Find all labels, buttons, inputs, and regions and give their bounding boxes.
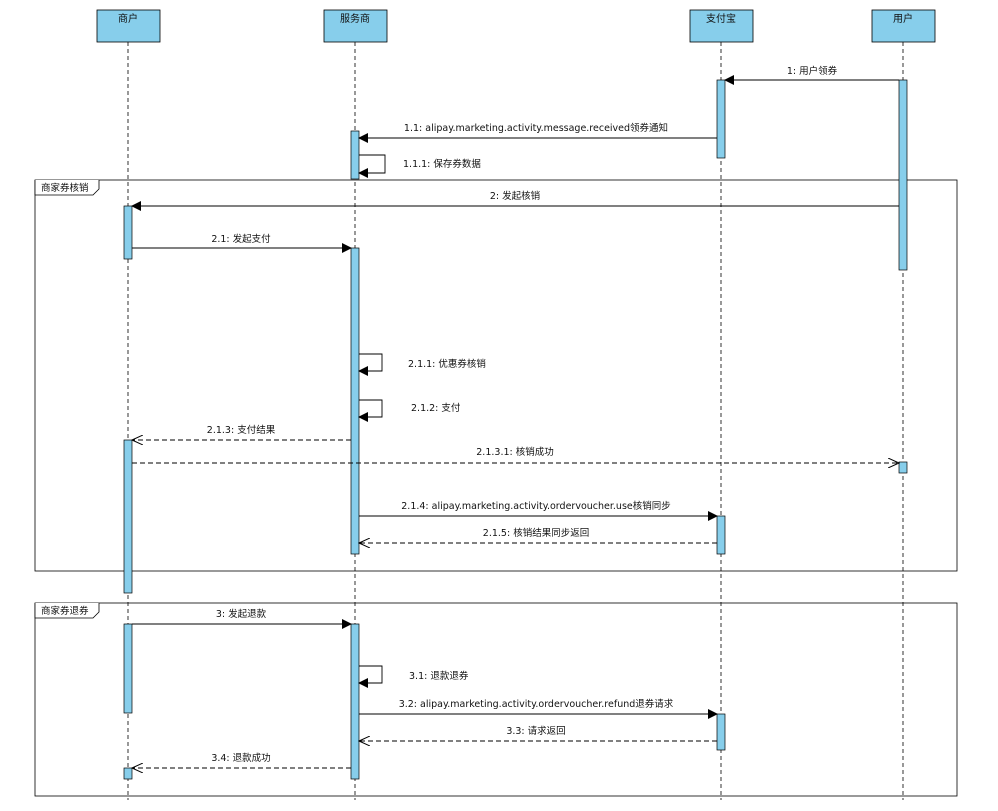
message-m1: 1: 用户领券 <box>724 65 899 85</box>
activation-alipay-1 <box>716 79 726 159</box>
message-m1_1: 1.1: alipay.marketing.activity.message.r… <box>358 122 717 143</box>
participant-alipay-box <box>689 9 754 43</box>
lifelines <box>127 42 904 800</box>
label-m2_1_2: 2.1.2: 支付 <box>411 402 461 414</box>
label-m3: 3: 发起退款 <box>216 608 267 620</box>
label-m2_1_4: 2.1.4: alipay.marketing.activity.ordervo… <box>401 500 670 512</box>
participant-alipay-label: 支付宝 <box>706 12 736 25</box>
participant-merchant: 商户 <box>96 9 161 43</box>
message-m2_1_2: 2.1.2: 支付 <box>358 399 461 422</box>
frame-refund-label: 商家券退券 <box>41 605 89 617</box>
message-m3_4: 3.4: 退款成功 <box>132 752 351 768</box>
message-m1_1_1: 1.1.1: 保存券数据 <box>358 154 481 178</box>
message-m3_2: 3.2: alipay.marketing.activity.ordervouc… <box>359 698 718 719</box>
label-m3_2: 3.2: alipay.marketing.activity.ordervouc… <box>399 698 674 710</box>
message-m3_3: 3.3: 请求返回 <box>359 725 717 741</box>
participant-user: 用户 <box>871 9 936 43</box>
label-m2_1: 2.1: 发起支付 <box>211 233 271 245</box>
arrow-m1_1_1 <box>358 154 386 178</box>
participant-provider: 服务商 <box>323 9 388 43</box>
label-m3_3: 3.3: 请求返回 <box>506 725 565 737</box>
frame-refund-tab <box>34 603 100 619</box>
activation-provider-1 <box>350 130 360 180</box>
label-m2_1_5: 2.1.5: 核销结果同步返回 <box>483 527 589 539</box>
activation-alipay-3 <box>716 713 726 751</box>
message-m2_1: 2.1: 发起支付 <box>132 233 352 253</box>
activation-alipay-2 <box>716 515 726 555</box>
participant-merchant-label: 商户 <box>118 12 138 25</box>
activation-merchant-3 <box>123 623 133 714</box>
message-m2: 2: 发起核销 <box>131 190 899 211</box>
participant-user-box <box>871 9 936 43</box>
label-m1: 1: 用户领券 <box>787 65 838 77</box>
activation-user-1 <box>898 79 908 271</box>
label-m2: 2: 发起核销 <box>490 190 541 202</box>
label-m1_1: 1.1: alipay.marketing.activity.message.r… <box>404 122 668 134</box>
frame-verify-tab <box>34 180 100 196</box>
activation-merchant-4 <box>123 767 133 780</box>
message-m2_1_4: 2.1.4: alipay.marketing.activity.ordervo… <box>359 500 718 521</box>
message-m3: 3: 发起退款 <box>132 608 352 629</box>
message-m2_1_1: 2.1.1: 优惠券核销 <box>358 353 486 376</box>
activation-merchant-2 <box>123 439 133 594</box>
participant-provider-box <box>323 9 388 43</box>
label-m2_1_3_1: 2.1.3.1: 核销成功 <box>476 446 553 458</box>
activation-merchant-1 <box>123 205 133 260</box>
arrow-m3_1 <box>358 665 383 688</box>
message-m2_1_5: 2.1.5: 核销结果同步返回 <box>359 527 717 543</box>
frame-verify-border <box>34 179 958 572</box>
label-m2_1_1: 2.1.1: 优惠券核销 <box>408 358 486 370</box>
frame-verify-label: 商家券核销 <box>41 182 89 194</box>
activation-provider-2 <box>350 247 360 555</box>
frame-refund: 商家券退券 <box>34 602 958 797</box>
frame-verify: 商家券核销 <box>34 179 958 572</box>
activation-user-2 <box>898 461 908 474</box>
label-m2_1_3: 2.1.3: 支付结果 <box>207 424 276 436</box>
activation-provider-3 <box>350 623 360 780</box>
frame-refund-border <box>34 602 958 797</box>
participant-alipay: 支付宝 <box>689 9 754 43</box>
label-m3_1: 3.1: 退款退券 <box>409 670 469 682</box>
arrow-m2_1_2 <box>358 399 383 422</box>
message-m2_1_3: 2.1.3: 支付结果 <box>132 424 351 440</box>
label-m1_1_1: 1.1.1: 保存券数据 <box>403 158 481 170</box>
arrow-m2_1_1 <box>358 353 383 376</box>
message-m2_1_3_1: 2.1.3.1: 核销成功 <box>132 446 899 463</box>
participant-provider-label: 服务商 <box>340 12 370 25</box>
participant-merchant-box <box>96 9 161 43</box>
participant-user-label: 用户 <box>893 12 913 25</box>
label-m3_4: 3.4: 退款成功 <box>211 752 270 764</box>
message-m3_1: 3.1: 退款退券 <box>358 665 469 688</box>
